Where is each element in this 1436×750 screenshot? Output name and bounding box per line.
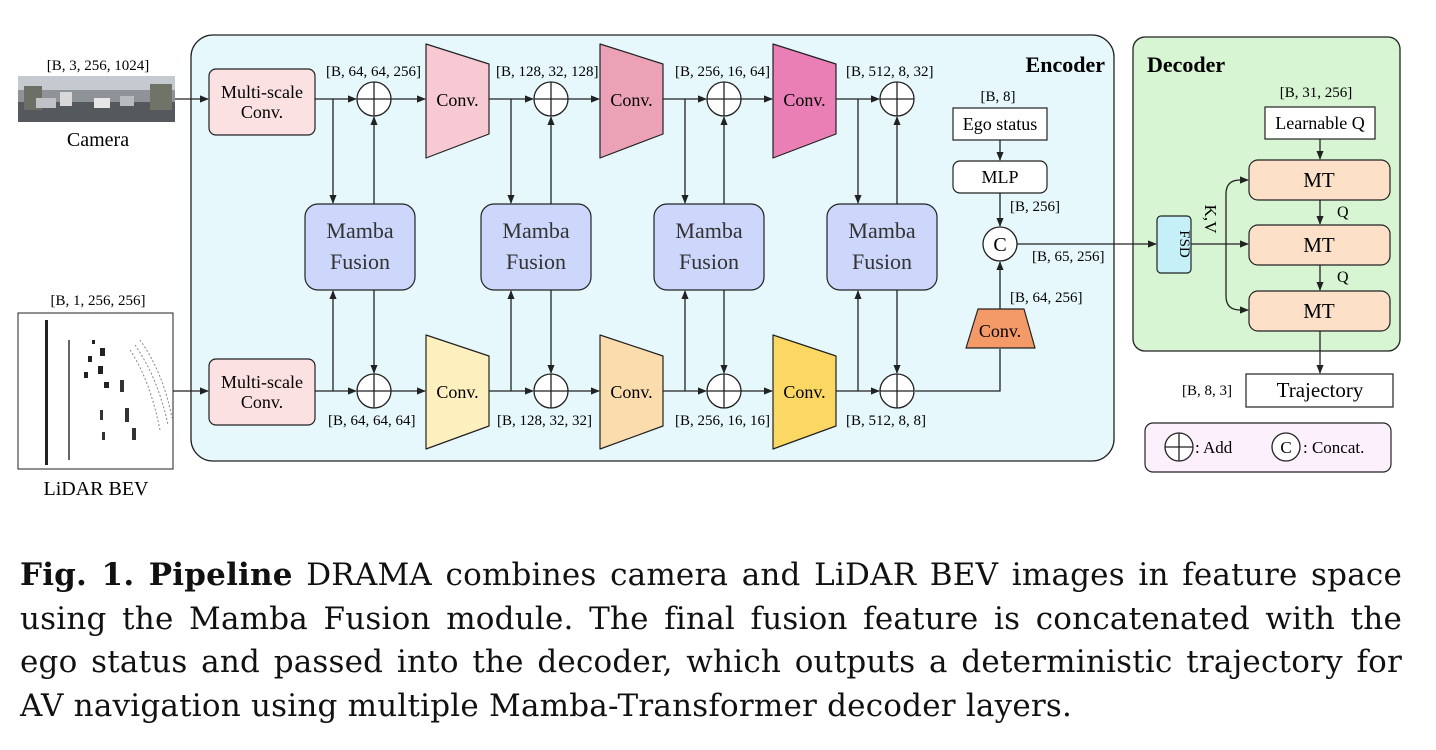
- mamba-fusion-4-line2: Fusion: [852, 249, 912, 274]
- encoder-title: Encoder: [1026, 52, 1106, 77]
- add-symbol-icon: [1164, 432, 1194, 462]
- camera-stage-3-shape: [B, 256, 16, 64]: [675, 64, 770, 80]
- concat-node: C: [982, 226, 1018, 262]
- camera-multiscale-conv-line2: Conv.: [241, 102, 283, 122]
- camera-stage-1-shape: [B, 64, 64, 256]: [326, 64, 421, 80]
- caption-text: DRAMA combines camera and LiDAR BEV imag…: [20, 557, 1402, 724]
- mamba-fusion-2-line2: Fusion: [506, 249, 566, 274]
- legend: : Add C : Concat.: [1144, 422, 1392, 473]
- lidar-conv-2-label: Conv.: [610, 382, 652, 402]
- figure-caption: Fig. 1. Pipeline DRAMA combines camera a…: [20, 554, 1402, 728]
- mamba-fusion-1-line2: Fusion: [330, 249, 390, 274]
- mt-layer-1-label: MT: [1303, 168, 1335, 192]
- mamba-fusion-block-1: [304, 203, 416, 291]
- camera-shape: [B, 3, 256, 1024]: [47, 58, 150, 74]
- trajectory-box: Trajectory: [1245, 373, 1394, 408]
- lidar-stage-3-shape: [B, 256, 16, 16]: [675, 413, 770, 429]
- learnable-q-shape: [B, 31, 256]: [1280, 85, 1353, 101]
- mt-layer-3-label: MT: [1303, 299, 1335, 323]
- mamba-fusion-1-line1: Mamba: [326, 218, 393, 243]
- camera-stage-4-shape: [B, 512, 8, 32]: [846, 64, 934, 80]
- legend-concat-label: : Concat.: [1303, 438, 1364, 457]
- lidar-multiscale-conv-line1: Multi-scale: [221, 372, 303, 392]
- camera-conv-1: [425, 43, 490, 159]
- lidar-stage-4-shape: [B, 512, 8, 8]: [846, 413, 926, 429]
- fsd-label: FSD: [1176, 230, 1192, 258]
- lidar-conv-3: [772, 334, 837, 450]
- mt-layer-1: MT: [1248, 159, 1391, 201]
- camera-multiscale-conv-line1: Multi-scale: [221, 82, 303, 102]
- lidar-multiscale-conv-line2: Conv.: [241, 392, 283, 412]
- lidar-conv-3-label: Conv.: [783, 382, 825, 402]
- lidar-label: LiDAR BEV: [44, 478, 150, 500]
- concat-out-shape: [B, 65, 256]: [1032, 249, 1105, 265]
- caption-fig-label: Fig. 1. Pipeline: [20, 557, 293, 593]
- lidar-conv-2: [599, 334, 664, 450]
- concat-symbol-icon: C: [1271, 432, 1301, 462]
- trajectory-label: Trajectory: [1277, 378, 1364, 402]
- q-label-1: Q: [1337, 204, 1349, 221]
- camera-conv-3: [772, 43, 837, 159]
- camera-stage-2-shape: [B, 128, 32, 128]: [496, 64, 599, 80]
- mamba-fusion-3-line1: Mamba: [675, 218, 742, 243]
- mamba-fusion-2-line1: Mamba: [502, 218, 569, 243]
- q-label-2: Q: [1337, 269, 1349, 286]
- camera-image: [18, 76, 175, 122]
- lidar-conv-1: [425, 334, 490, 450]
- camera-conv-2: [599, 43, 664, 159]
- lidar-output-conv: Conv.: [965, 308, 1036, 349]
- mlp-box: MLP: [952, 160, 1048, 194]
- trajectory-shape: [B, 8, 3]: [1182, 383, 1232, 399]
- mamba-fusion-block-4: [826, 203, 938, 291]
- camera-label: Camera: [67, 129, 129, 151]
- learnable-q-label: Learnable Q: [1275, 113, 1364, 133]
- lidar-stage-2-shape: [B, 128, 32, 32]: [497, 413, 592, 429]
- lidar-output-conv-label: Conv.: [979, 321, 1021, 341]
- legend-concat-symbol: C: [1280, 438, 1291, 457]
- ego-status-box: Ego status: [952, 107, 1048, 141]
- mamba-fusion-block-2: [480, 203, 592, 291]
- lidar-bev-image: [17, 312, 174, 470]
- camera-conv-2-label: Conv.: [610, 90, 652, 110]
- lidar-shape: [B, 1, 256, 256]: [51, 293, 146, 309]
- pipeline-diagram: Encoder Decoder [B, 3, 256, 1024] Camera…: [17, 34, 1401, 500]
- camera-multiscale-conv: Multi-scale Conv.: [208, 68, 316, 136]
- kv-label: K,V: [1201, 205, 1220, 235]
- mlp-out-shape: [B, 256]: [1010, 199, 1060, 215]
- mamba-fusion-block-3: [653, 203, 765, 291]
- camera-conv-1-label: Conv.: [436, 90, 478, 110]
- lidar-conv-1-label: Conv.: [436, 382, 478, 402]
- mt-layer-2: MT: [1248, 224, 1391, 266]
- lidar-conv-out-shape: [B, 64, 256]: [1010, 290, 1083, 306]
- ego-shape: [B, 8]: [981, 89, 1016, 105]
- lidar-multiscale-conv: Multi-scale Conv.: [208, 358, 316, 426]
- legend-add-label: : Add: [1195, 438, 1233, 457]
- fsd-box: FSD: [1156, 215, 1192, 274]
- mamba-fusion-4-line1: Mamba: [848, 218, 915, 243]
- mlp-label: MLP: [981, 167, 1018, 187]
- ego-status-label: Ego status: [963, 114, 1038, 134]
- camera-conv-3-label: Conv.: [783, 90, 825, 110]
- mt-layer-2-label: MT: [1303, 233, 1335, 257]
- mt-layer-3: MT: [1248, 290, 1391, 332]
- learnable-q-box: Learnable Q: [1264, 106, 1376, 140]
- encoder-panel: [190, 34, 1115, 462]
- lidar-stage-1-shape: [B, 64, 64, 64]: [328, 413, 416, 429]
- concat-symbol: C: [993, 234, 1006, 256]
- mamba-fusion-3-line2: Fusion: [679, 249, 739, 274]
- decoder-title: Decoder: [1147, 52, 1225, 77]
